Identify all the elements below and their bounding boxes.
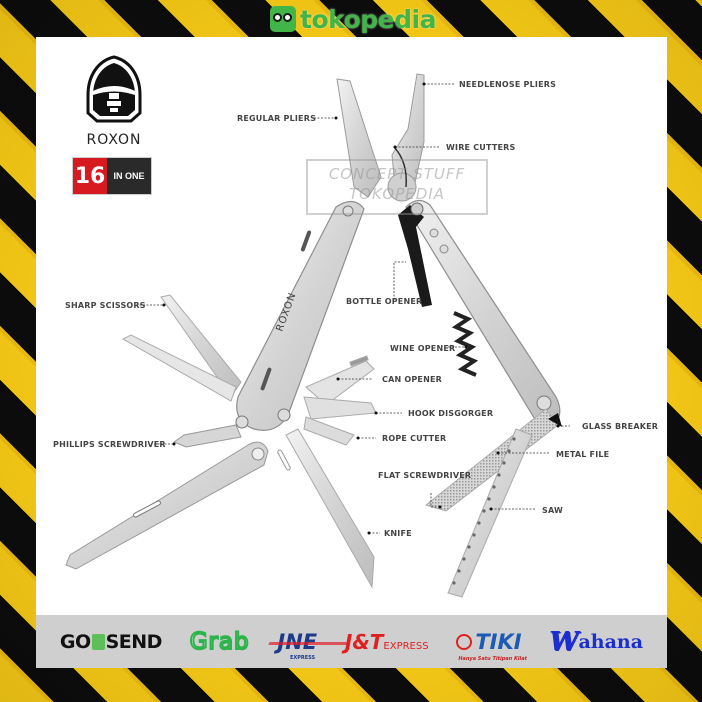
- jne-swoosh: [268, 641, 350, 645]
- courier-grab: Grab: [189, 628, 250, 656]
- label-wine-opener: WINE OPENER: [390, 344, 456, 353]
- product-image-canvas: ROXON 16 IN ONE: [36, 37, 667, 668]
- brand-name: ROXON: [86, 132, 142, 148]
- label-hook-disgorger: HOOK DISGORGER: [408, 409, 494, 418]
- courier-jne: JNE EXPRESS: [268, 630, 350, 661]
- label-glass-breaker: GLASS BREAKER: [582, 422, 659, 431]
- glass-breaker-tip: [548, 413, 562, 427]
- label-regular-pliers: REGULAR PLIERS: [237, 114, 317, 123]
- saw-blade: [447, 428, 533, 598]
- courier-tiki: TIKI Hanya Satu Titipan Kilat: [456, 629, 528, 662]
- pliers-jaws: [336, 73, 425, 202]
- label-can-opener: CAN OPENER: [382, 375, 442, 384]
- label-metal-file: METAL FILE: [556, 450, 610, 459]
- courier-jnt: J&TEXPRESS: [344, 629, 429, 654]
- label-bottle-opener: BOTTLE OPENER: [346, 297, 423, 306]
- gosend-icon: [91, 633, 105, 650]
- badge-text: IN ONE: [107, 158, 151, 194]
- tokopedia-owl-icon: [270, 6, 296, 32]
- badge-number: 16: [73, 158, 107, 194]
- leader-lines: [136, 83, 570, 534]
- label-saw: SAW: [542, 506, 564, 515]
- multitool-illustration: ROXON: [65, 73, 570, 598]
- corkscrew: [451, 311, 479, 377]
- right-handle: [405, 199, 561, 428]
- label-needlenose-pliers: NEEDLENOSE PLIERS: [459, 80, 557, 89]
- center-tools: [303, 355, 377, 446]
- phillips-screwdriver-blade: [172, 424, 242, 448]
- watermark: CONCEPT STUFF TOKOPEDIA: [306, 159, 488, 215]
- tokopedia-logo: tokopedia: [270, 4, 436, 34]
- knife-blade: [285, 428, 375, 589]
- sixteen-in-one-badge: 16 IN ONE: [72, 157, 152, 195]
- label-wire-cutters: WIRE CUTTERS: [446, 143, 516, 152]
- roxon-brand-logo: ROXON: [69, 55, 159, 148]
- label-knife: KNIFE: [384, 529, 412, 538]
- label-phillips-screwdriver: PHILLIPS SCREWDRIVER: [53, 440, 166, 449]
- hooded-figure-icon: [86, 55, 142, 123]
- saw-teeth: [452, 437, 516, 585]
- main-handle: [236, 200, 365, 431]
- label-flat-screwdriver: FLAT SCREWDRIVER: [378, 471, 472, 480]
- bottle-opener-black: [398, 205, 432, 307]
- watermark-line-1: CONCEPT STUFF: [328, 165, 466, 183]
- tiki-globe-icon: [456, 633, 473, 650]
- label-rope-cutter: ROPE CUTTER: [382, 434, 447, 443]
- watermark-line-2: TOKOPEDIA: [349, 185, 445, 203]
- scissors-blades: [121, 294, 242, 402]
- tokopedia-wordmark: tokopedia: [300, 4, 436, 34]
- leader-dots: [162, 82, 560, 535]
- lower-left-handle: [65, 441, 269, 570]
- label-sharp-scissors: SHARP SCISSORS: [65, 301, 146, 310]
